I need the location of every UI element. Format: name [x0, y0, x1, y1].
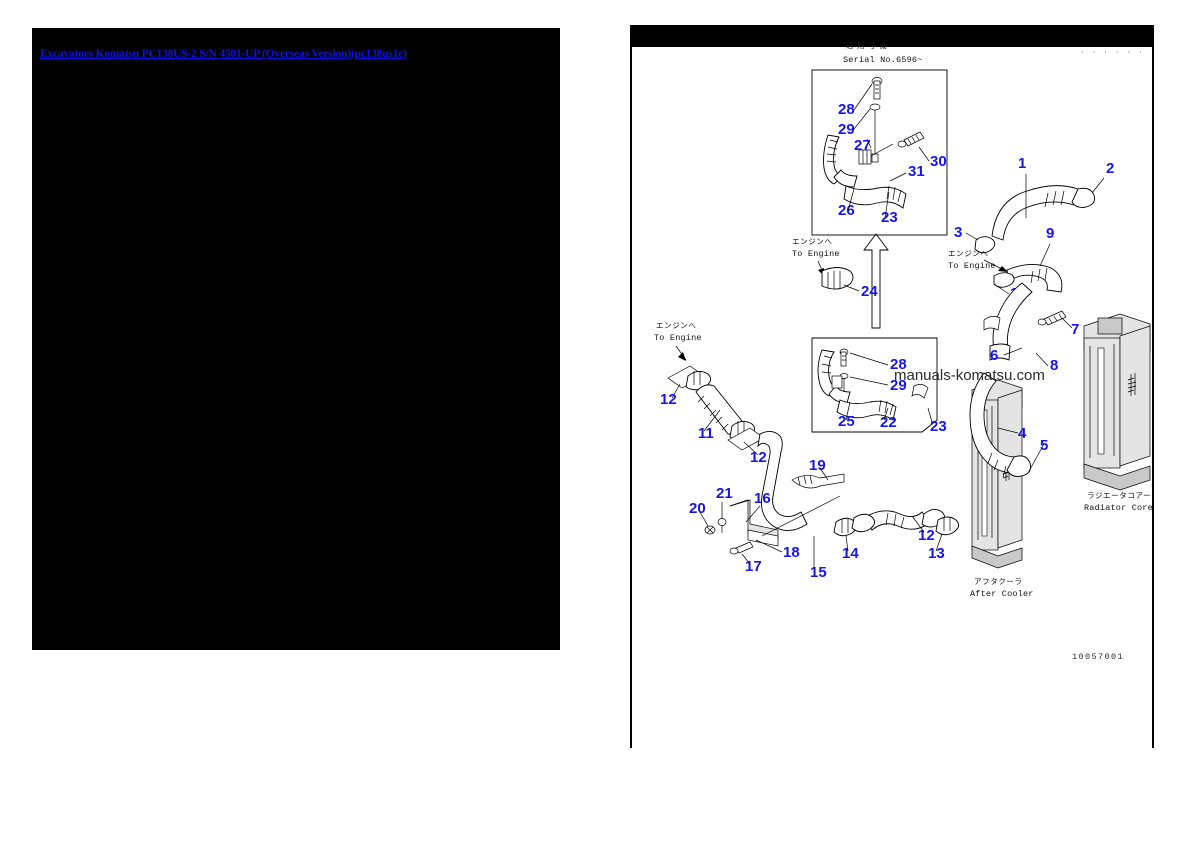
inset-washer-29	[869, 103, 881, 163]
to-engine-top-jp: エンジンへ	[792, 237, 833, 246]
parts-diagram-artwork: 適 用 号 機 Serial No.6596~	[654, 40, 1152, 599]
annotation-to-engine-mid: エンジンへ To Engine	[948, 249, 1009, 273]
to-engine-left-jp: エンジンへ	[656, 321, 697, 330]
callout-3: 3	[954, 224, 962, 241]
callout-20: 19	[809, 457, 826, 474]
assembly-hose-13: 12	[863, 509, 945, 544]
to-engine-top-en: To Engine	[792, 249, 840, 259]
assembly-hose-6: 6	[983, 282, 1033, 364]
callout-28: 28	[890, 356, 907, 373]
radiator-core-jp: ラジエータコアー	[1087, 491, 1151, 500]
to-engine-mid-en: To Engine	[948, 261, 996, 271]
callout-15: 14	[842, 545, 859, 562]
inset-callout-30: 30	[930, 153, 947, 170]
callout-13: 12	[918, 527, 935, 544]
assembly-clamp-20: 19	[791, 457, 845, 489]
assembly-elbow-25: 24	[821, 267, 878, 300]
drawing-number: 10057001	[1071, 652, 1124, 662]
callout-14: 13	[928, 545, 945, 562]
inset-caption-jp: 適 用 号 機	[846, 40, 887, 50]
callout-12a: 12	[660, 391, 677, 408]
inset-callout-27: 27	[854, 137, 871, 154]
assembly-hose-4: 4 5	[969, 372, 1048, 478]
inset-caption-en: Serial No.6596~	[843, 55, 923, 65]
document-title-link[interactable]: Excavators Komatsu PC138US-2 S/N 4501-UP…	[40, 48, 407, 60]
callout-19: 18	[783, 544, 800, 561]
callout-25: 24	[861, 283, 878, 300]
inset-callout-23: 23	[881, 209, 898, 226]
annotation-to-engine-left: エンジンへ To Engine	[654, 321, 702, 361]
inset-callout-31: 31	[908, 163, 925, 180]
sheet-header-code: · · · · · ·	[1080, 49, 1144, 57]
assembly-hose-11: 11 12 12	[660, 365, 767, 466]
second-inset-box: 28 29 25 22 23	[811, 337, 947, 435]
assembly-bracket-17: 16	[729, 490, 841, 547]
callout-12b: 12	[750, 449, 767, 466]
assembly-hose-16: 15	[757, 431, 827, 581]
to-engine-left-en: To Engine	[654, 333, 702, 343]
assembly-clamp-15: 14	[833, 513, 875, 562]
callout-18: 17	[745, 558, 762, 575]
assembly-hose-1	[974, 185, 1096, 254]
radiator-core-en: Radiator Core	[1084, 503, 1152, 513]
inset-callout-29: 29	[838, 121, 855, 138]
callout-29: 29	[890, 377, 907, 394]
sheet-top-bar	[630, 25, 1154, 47]
inset-bolt-28	[871, 77, 883, 100]
callout-23: 22	[880, 414, 897, 431]
inset-hose-26	[823, 134, 858, 188]
assembly-clamp-14: 13	[928, 516, 959, 562]
callout-7: 7	[1071, 321, 1079, 338]
inset-callout-26: 26	[838, 202, 855, 219]
assembly-hose-9: 9	[993, 225, 1063, 293]
inset-pointer-arrow	[863, 233, 889, 329]
callout-1: 1	[1018, 155, 1026, 172]
to-engine-mid-jp: エンジンへ	[948, 249, 989, 258]
callout-22: 21	[716, 485, 733, 502]
callout-24: 23	[930, 418, 947, 435]
callout-2: 2	[1106, 160, 1114, 177]
component-radiator-core: ラジエータコアー Radiator Core	[1083, 313, 1152, 513]
inset-clamp-27	[858, 143, 894, 165]
watermark: manuals-komatsu.com	[894, 367, 1045, 384]
inset2-bolt-28	[839, 348, 849, 367]
inset-callout-28: 28	[838, 101, 855, 118]
callout-11: 11	[698, 425, 714, 442]
after-cooler-jp: アフタクーラ	[974, 577, 1023, 586]
callout-21: 20	[689, 500, 706, 517]
inset-callout-group: 26 23 27 28 29 30 31	[838, 83, 947, 226]
inset2-hose-23	[836, 399, 897, 421]
callout-16: 15	[810, 564, 827, 581]
inset-bolt-30	[897, 131, 925, 148]
callout-8: 8	[1050, 357, 1058, 374]
assembly-bolt-7: 7	[1037, 310, 1079, 338]
parts-diagram-sheet: · · · · · · 10057001 適 用 号 機 Serial No.6…	[630, 25, 1154, 748]
inset-hose-23	[843, 185, 907, 209]
callout-26: 25	[838, 413, 855, 430]
callout-5: 5	[1040, 437, 1048, 454]
inset-serial-box: 適 用 号 機 Serial No.6596~	[811, 40, 948, 329]
after-cooler-en: After Cooler	[970, 589, 1034, 599]
callout-6: 6	[990, 347, 998, 364]
callout-9: 9	[1046, 225, 1054, 242]
document-preview-panel: Excavators Komatsu PC138US-2 S/N 4501-UP…	[32, 28, 560, 650]
assembly-fasteners: 20 21 17 18	[689, 485, 800, 575]
callout-4: 4	[1018, 425, 1027, 442]
callout-17: 16	[754, 490, 771, 507]
